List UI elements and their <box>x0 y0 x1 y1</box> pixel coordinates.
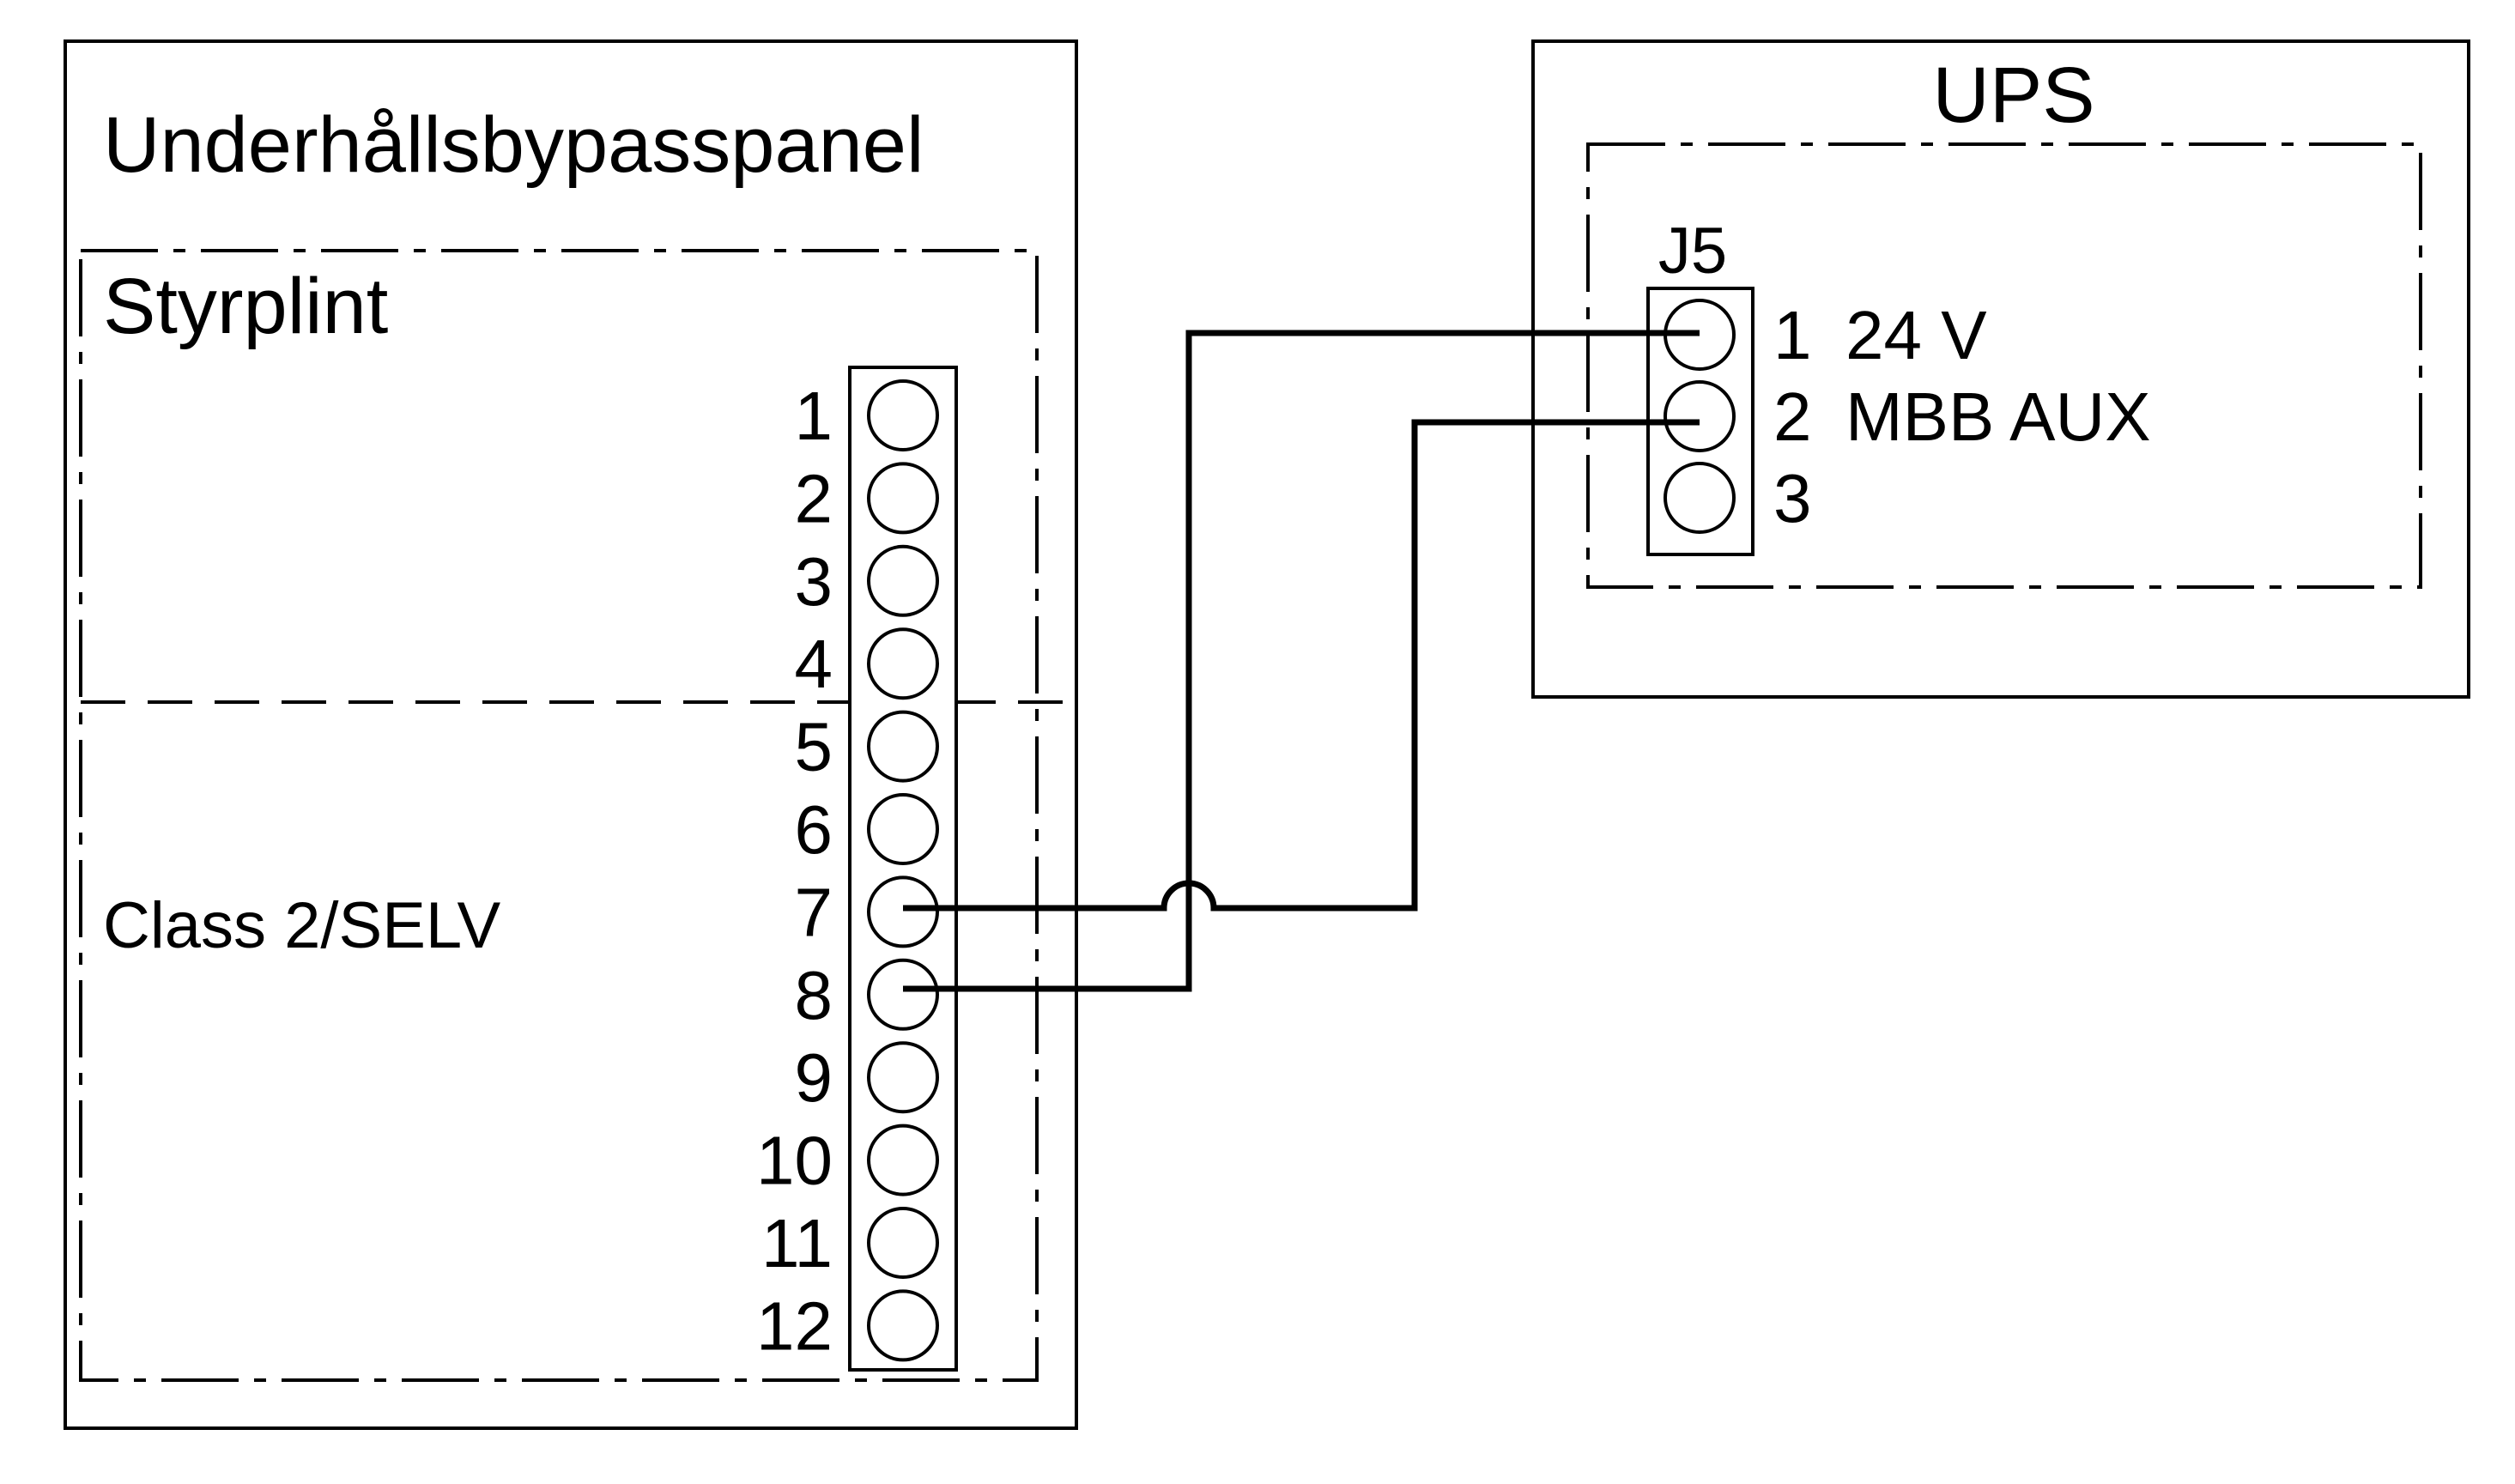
terminal-strip <box>848 366 958 1372</box>
terminal-4 <box>867 627 939 700</box>
terminal-number: 12 <box>756 1287 833 1364</box>
terminal-9 <box>867 1041 939 1114</box>
terminal-number: 7 <box>795 874 833 950</box>
terminal-number: 8 <box>795 957 833 1033</box>
terminal-number: 5 <box>795 709 833 785</box>
terminal-number: 4 <box>795 626 833 702</box>
terminal-number: 6 <box>795 791 833 868</box>
terminal-3 <box>867 544 939 617</box>
wire-terminal-7-to-pin-2 <box>903 419 1700 912</box>
connector-pin-list: 1 24 V 2 MBB AUX 3 <box>1664 297 2151 536</box>
terminal-12 <box>867 1289 939 1362</box>
wires <box>903 330 1700 992</box>
bypass-panel: Underhållsbypasspanel Styrplint Class 2/… <box>64 39 1078 1430</box>
terminal-10 <box>867 1124 939 1196</box>
terminal-1 <box>867 379 939 451</box>
terminal-number: 2 <box>795 460 833 536</box>
bypass-panel-title: Underhållsbypasspanel <box>103 101 924 189</box>
pin-number: 1 <box>1773 297 1812 373</box>
terminal-8 <box>867 958 939 1031</box>
terminal-number: 11 <box>761 1205 833 1281</box>
control-block-label: Styrplint <box>103 263 388 350</box>
j5-pin-3 <box>1664 462 1736 534</box>
bypass-panel-frame <box>64 39 1078 1430</box>
pin-signal-label: 24 V <box>1845 297 1987 373</box>
connector-label: J5 <box>1658 215 1727 288</box>
terminal-number: 10 <box>756 1123 833 1199</box>
control-block-boundary <box>79 249 1039 1382</box>
ups-board-boundary <box>1586 142 2422 589</box>
terminal-5 <box>867 710 939 783</box>
terminal-2 <box>867 462 939 535</box>
j5-pin-2 <box>1664 380 1736 452</box>
terminal-11 <box>867 1207 939 1279</box>
pin-signal-label: MBB AUX <box>1845 379 2151 455</box>
terminal-6 <box>867 793 939 865</box>
terminal-number: 3 <box>795 543 833 620</box>
pin-number: 2 <box>1773 379 1812 455</box>
ups-title: UPS <box>1932 51 2094 139</box>
terminal-number: 9 <box>795 1039 833 1116</box>
wire-terminal-8-to-pin-1 <box>903 330 1700 992</box>
ups-unit: UPS J5 1 24 V 2 MBB AUX 3 <box>1531 39 2470 699</box>
terminal-7 <box>867 875 939 948</box>
pin-number: 3 <box>1773 460 1812 536</box>
selv-zone-label: Class 2/SELV <box>103 889 501 962</box>
ups-frame <box>1531 39 2470 699</box>
terminal-number: 1 <box>795 378 833 454</box>
